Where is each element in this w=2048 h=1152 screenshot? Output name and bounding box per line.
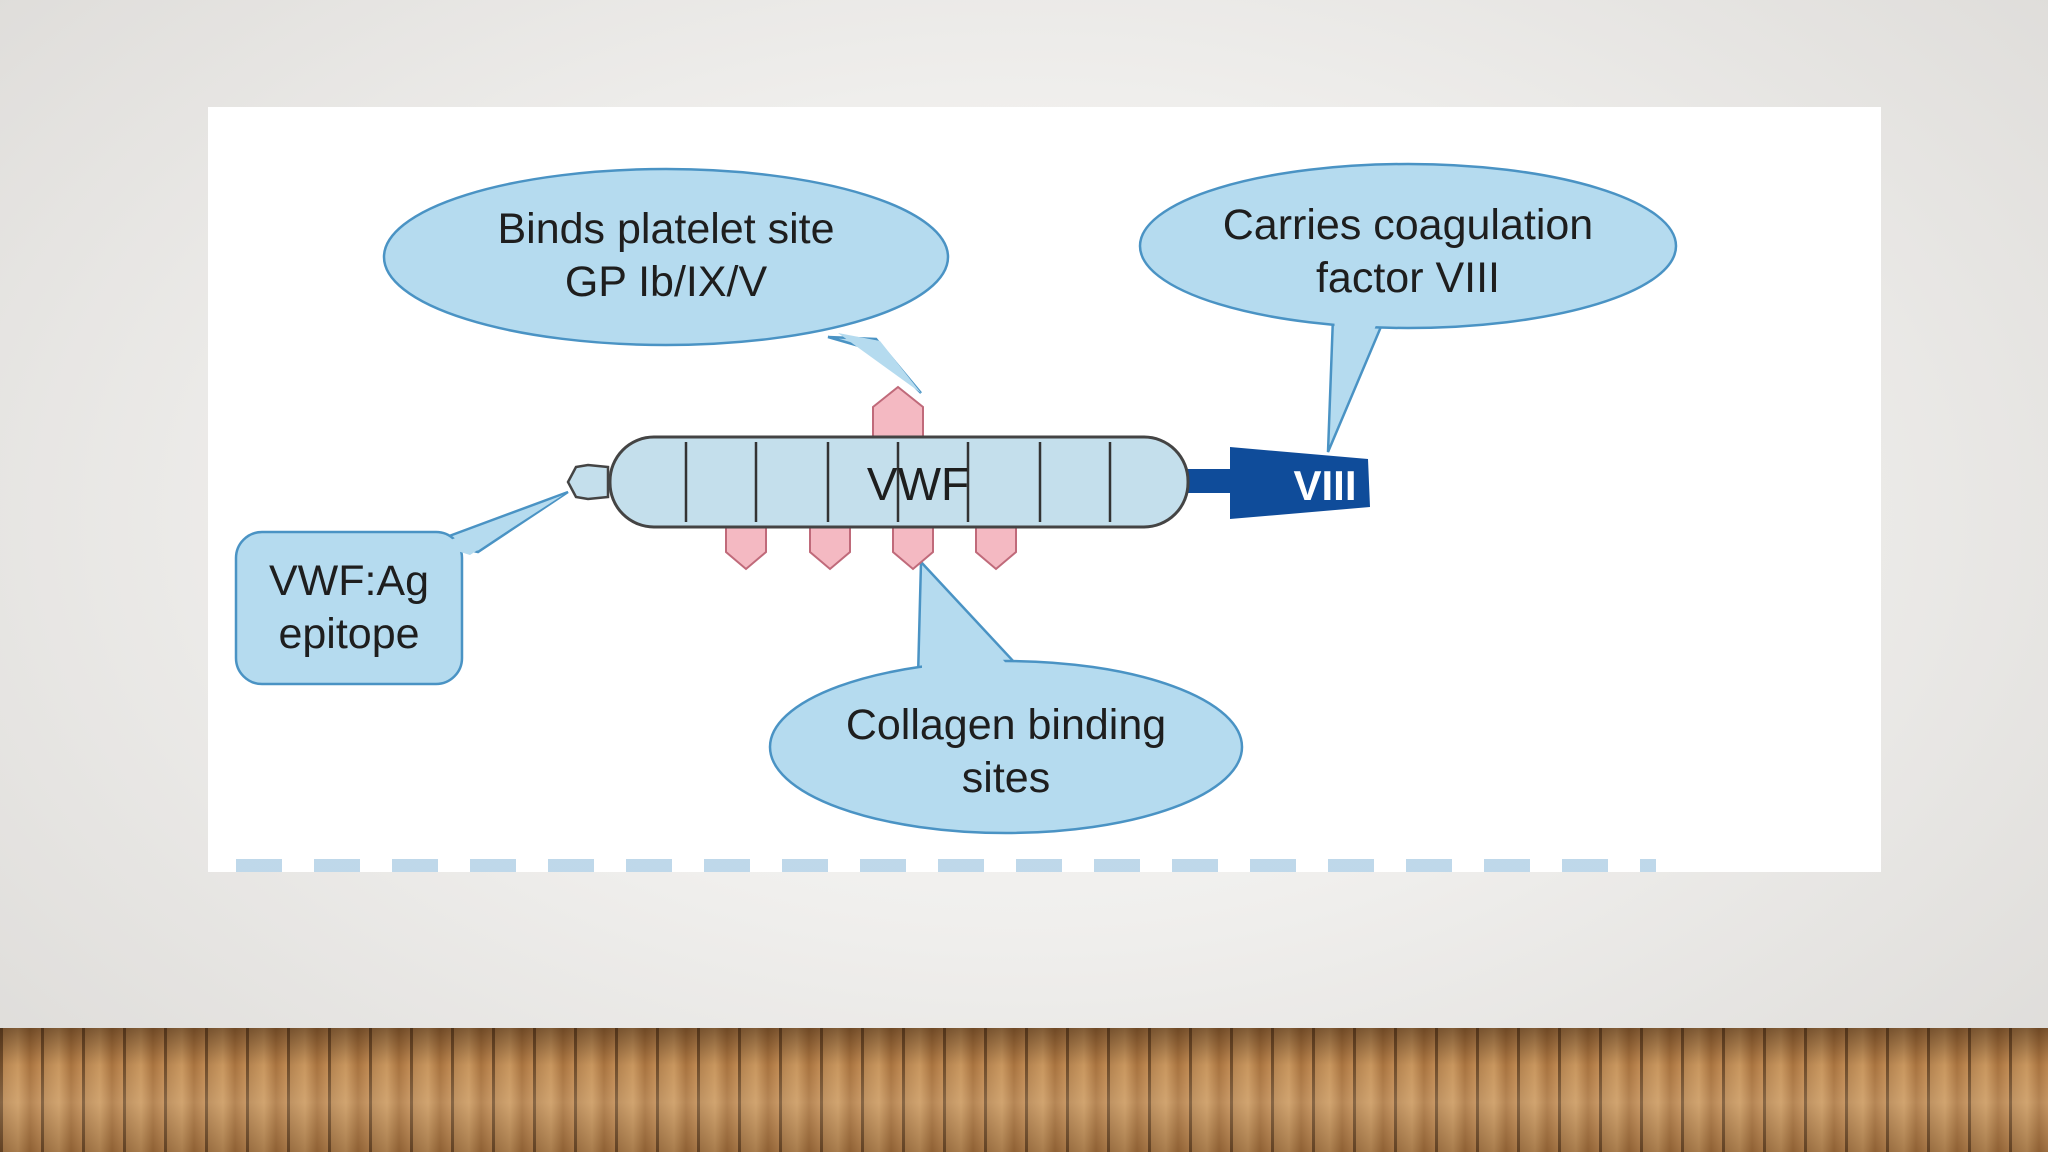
collagen-callout-line1: Collagen binding [845,701,1167,749]
vwf-diagram: VWF VIII Binds platelet site GP Ib/IX/V … [208,107,1881,872]
diagram-graphics [234,162,1678,835]
platelet-callout-line2: GP Ib/IX/V [564,258,768,306]
cropped-caption-fragment [236,859,1656,872]
platelet-callout-shape [382,167,950,394]
vwf-molecule-body [608,435,1190,529]
epitope-callout-text: VWF:Ag epitope [236,555,462,661]
factor-callout-line1: Carries coagulation [1222,201,1594,249]
platelet-callout-line1: Binds platelet site [497,205,835,253]
factor-callout-shape [1138,162,1678,453]
platelet-binding-site [872,385,924,438]
collagen-callout-text: Collagen binding sites [806,699,1206,805]
factor-viii-shape [1178,447,1370,519]
epitope-callout-line1: VWF:Ag [268,557,430,605]
factor-callout-text: Carries coagulation factor VIII [1208,199,1608,305]
platelet-callout-text: Binds platelet site GP Ib/IX/V [466,203,866,309]
collagen-binding-sites [725,521,1017,571]
vwf-label: VWF [866,458,970,510]
wood-floor-background [0,1028,2048,1152]
factor-callout-line2: factor VIII [1315,254,1500,302]
collagen-callout-line2: sites [961,754,1051,802]
factor-viii-label: VIII [1293,462,1357,509]
collagen-callout-shape [768,558,1244,835]
epitope-cap [566,463,610,501]
epitope-callout-shape [234,490,569,686]
epitope-callout-line2: epitope [278,610,420,658]
